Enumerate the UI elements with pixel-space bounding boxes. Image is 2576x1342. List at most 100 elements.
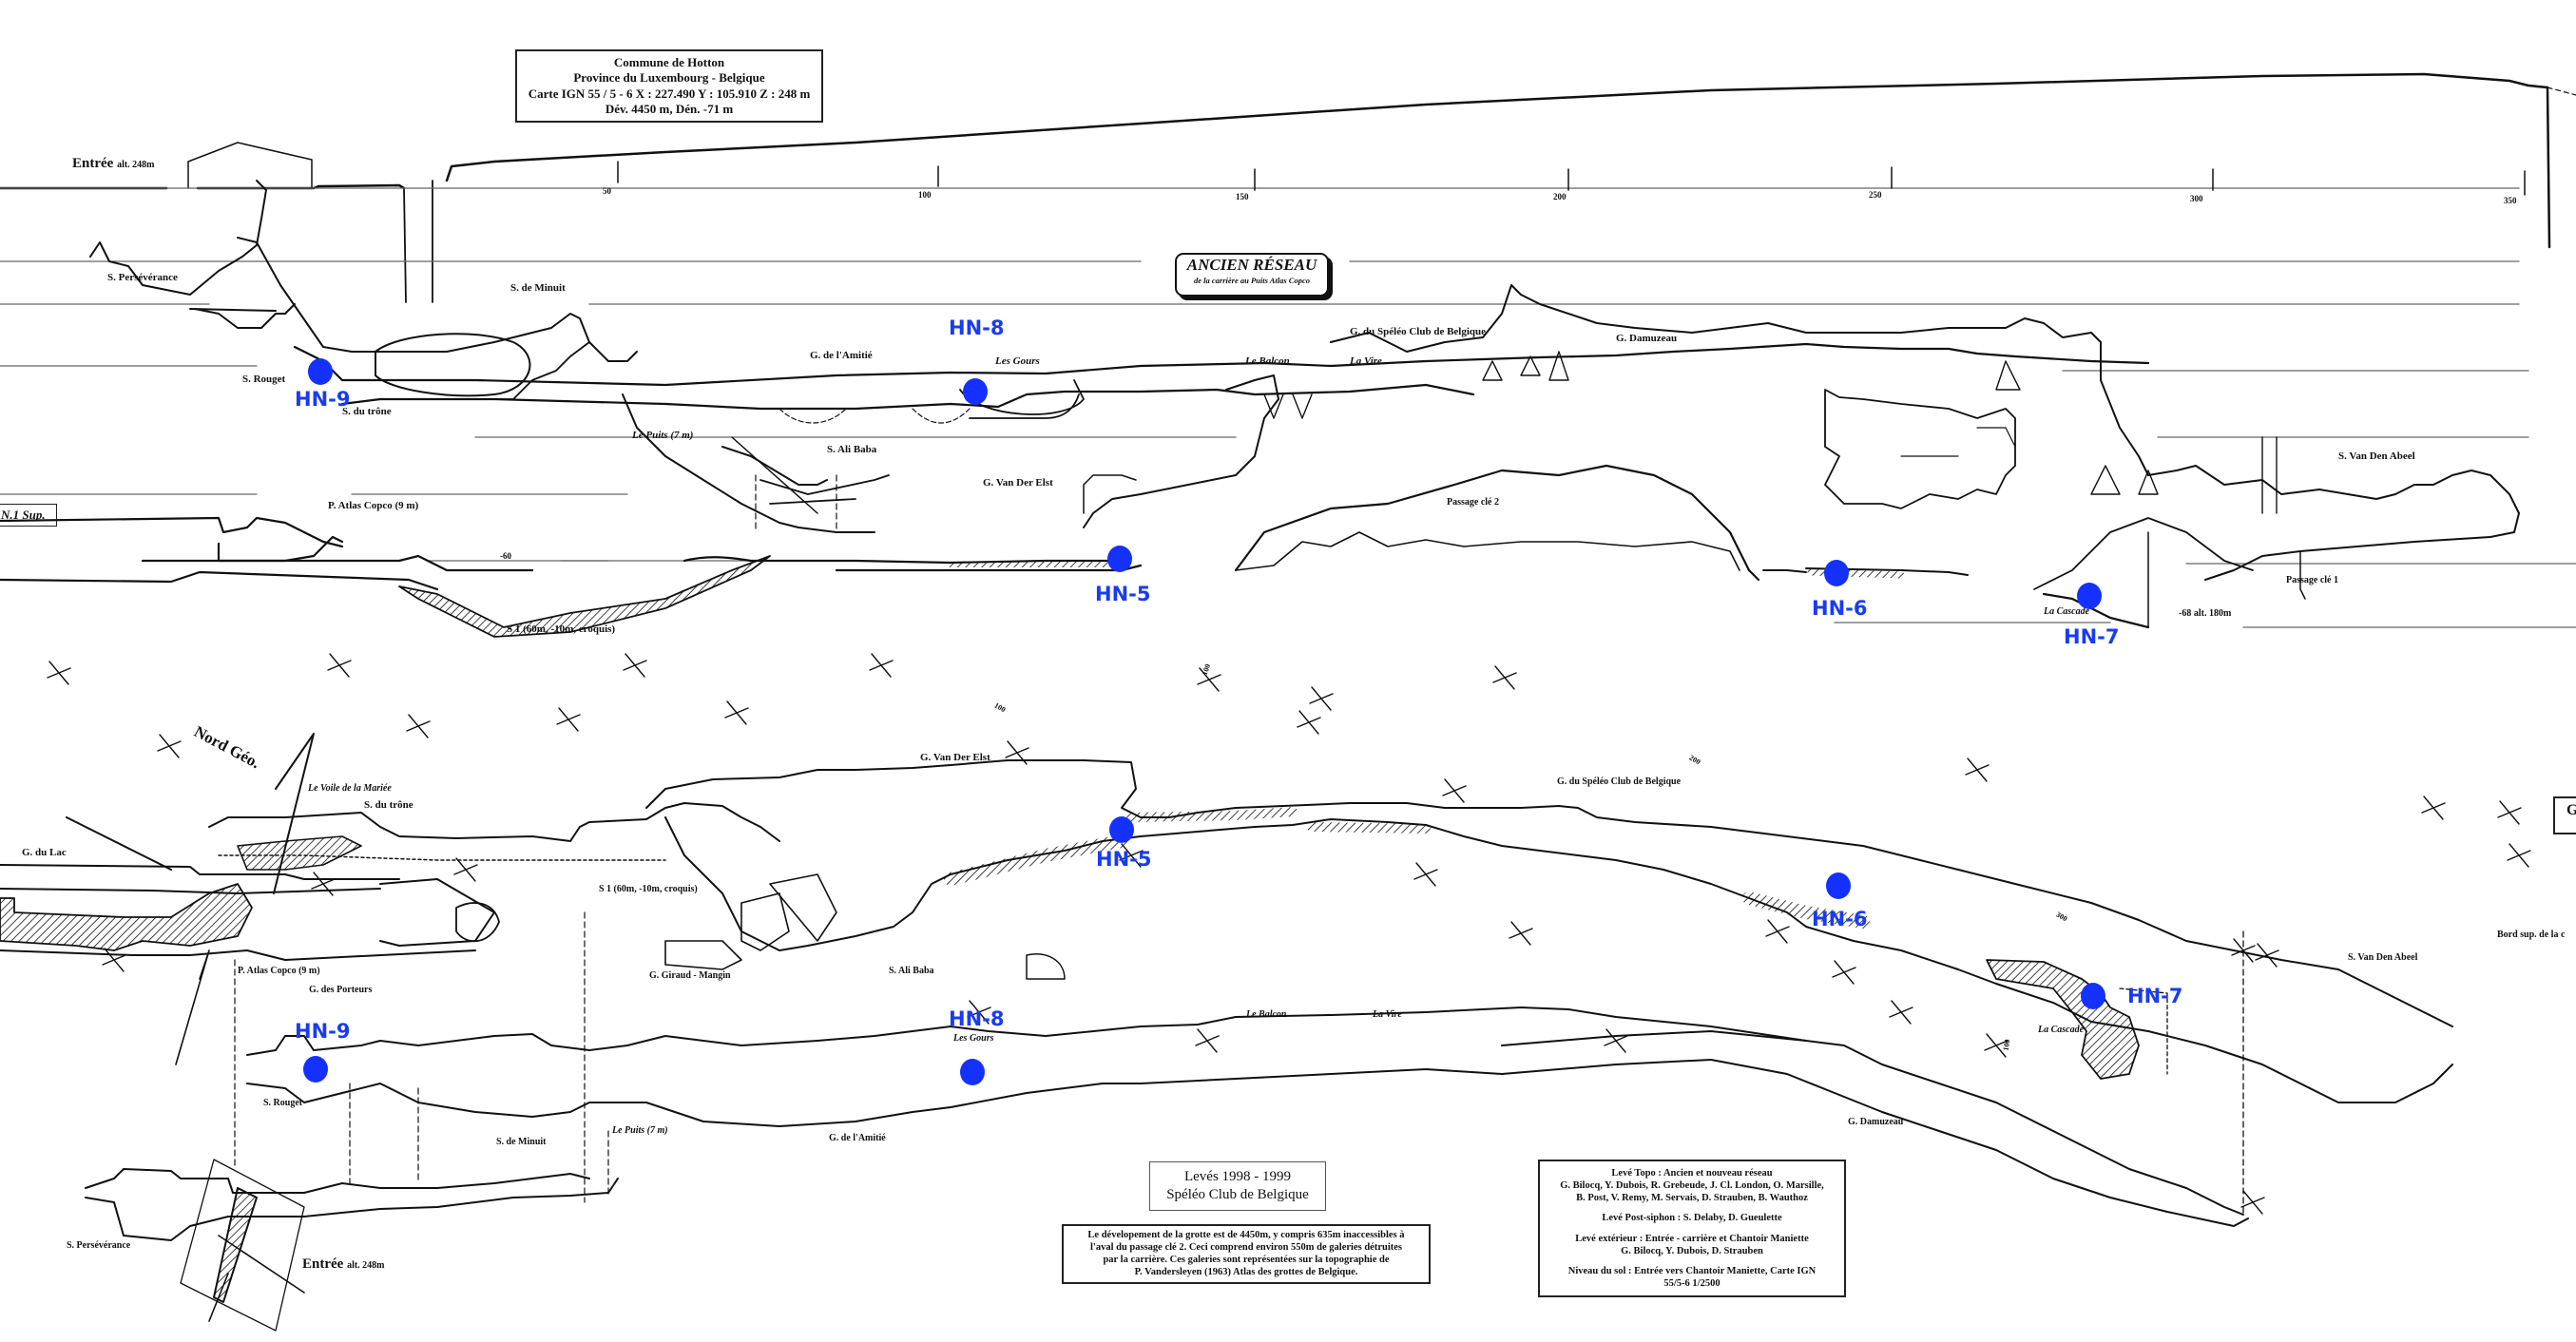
plan-label-le-balcon: Le Balcon	[1246, 1009, 1287, 1020]
plan-label-g-du-lac: G. du Lac	[22, 847, 67, 858]
marker-label-hn5-plan: HN-5	[1096, 848, 1152, 871]
plan-label-s-ali-baba: S. Ali Baba	[889, 966, 934, 976]
formations	[1263, 351, 2278, 514]
profile-gallery-upper	[89, 180, 296, 329]
plan-label-la-cascade: La Cascade	[2038, 1025, 2085, 1035]
marker-dot-hn6-profile[interactable]	[1824, 560, 1849, 586]
marker-dot-hn9-profile[interactable]	[308, 358, 333, 385]
grid-cross	[1604, 1028, 1628, 1053]
grid-cross	[1195, 1028, 1220, 1053]
grid-cross	[2507, 843, 2531, 868]
profile-oval-room	[375, 333, 531, 397]
marker-dot-hn9-plan[interactable]	[303, 1056, 328, 1083]
ancien-reseau-title: ANCIEN RÉSEAU	[1186, 256, 1317, 274]
plan-entrance	[85, 1168, 590, 1194]
plan-damuzeau	[1501, 1030, 2244, 1216]
credits-post-siphon: Levé Post-siphon : S. Delaby, D. Gueulet…	[1602, 1213, 1782, 1224]
levs-line-1: Levés 1998 - 1999	[1183, 1169, 1292, 1184]
credits-niveau-2: 55/5-6 1/2500	[1663, 1277, 1721, 1289]
grid-cross	[2497, 800, 2522, 825]
marker-dot-hn5-plan[interactable]	[1109, 816, 1134, 843]
grid-cross	[724, 700, 749, 725]
title-line-province: Province du Luxembourg - Belgique	[573, 70, 765, 86]
levs-line-2: Spéléo Club de Belgique	[1166, 1186, 1309, 1202]
marker-dot-hn7-profile[interactable]	[2077, 583, 2102, 609]
dev-line-3: par la carrière. Ces galeries sont repré…	[1103, 1255, 1390, 1266]
profile-label-s-van-den-abeel: S. Van Den Abeel	[2338, 451, 2415, 462]
grid-cross	[556, 707, 581, 732]
marker-label-hn9-profile: HN-9	[295, 388, 351, 411]
profile-scale-ticks	[617, 161, 2526, 196]
grid-cross	[1765, 919, 1790, 944]
entrance-shaft	[213, 1187, 258, 1303]
plan-label-entree: Entrée alt. 248m	[302, 1256, 385, 1272]
grid-cross	[1492, 665, 1517, 690]
plan-label-s-perseverance: S. Persévérance	[67, 1240, 131, 1251]
marker-label-hn7-profile: HN-7	[2064, 625, 2120, 648]
credits-topo-names-1: G. Bilocq, Y. Dubois, R. Grebeude, J. Cl…	[1560, 1180, 1824, 1192]
plan-g-du-lac	[0, 864, 400, 880]
marker-dot-hn7-plan[interactable]	[2081, 983, 2105, 1009]
profile-label-entree: Entrée alt. 248m	[72, 156, 155, 171]
grid-cross	[1965, 757, 1990, 782]
grid-cross	[1297, 710, 1321, 735]
plan-label-s-van-den-abeel: S. Van Den Abeel	[2348, 952, 2418, 963]
quarry-building	[187, 142, 313, 189]
plan-label-g-giraud: G. Giraud - Mangin	[649, 970, 731, 981]
profile-label-g-damuzeau: G. Damuzeau	[1616, 333, 1678, 344]
plan-la-cascade	[1986, 959, 2140, 1080]
scale-tick-50: 50	[603, 186, 611, 196]
marker-dot-hn8-plan[interactable]	[960, 1059, 985, 1085]
dev-line-2: l'aval du passage clé 2. Ceci comprend e…	[1089, 1242, 1402, 1254]
grid-cross	[47, 661, 71, 685]
marker-dot-hn5-profile[interactable]	[1107, 546, 1132, 572]
credits-topo-names-2: B. Post, V. Remy, M. Servais, D. Straube…	[1576, 1193, 1808, 1204]
grid-cross	[1197, 667, 1221, 692]
plan-hatched-gallery	[0, 883, 253, 951]
north-arrow	[273, 733, 315, 894]
profile-van-den-abeel	[2147, 465, 2520, 581]
marker-label-hn6-profile: HN-6	[1812, 597, 1868, 620]
grid-cross	[327, 653, 352, 678]
scale-tick-350: 350	[2504, 196, 2517, 205]
profile-label-les-gours: Les Gours	[995, 355, 1040, 367]
profile-label-la-vire: La Vire	[1350, 355, 1382, 367]
profile-label-passage-cle-2: Passage clé 2	[1447, 497, 1499, 508]
projection-lines	[234, 474, 837, 1203]
profile-label-le-puits: Le Puits (7 m)	[632, 430, 694, 441]
plan-lower-branch	[246, 1006, 1807, 1056]
plan-label-g-speleo: G. du Spéléo Club de Belgique	[1557, 776, 1682, 787]
plan-label-les-gours: Les Gours	[953, 1033, 994, 1044]
plan-label-la-vire: La Vire	[1373, 1009, 1402, 1020]
passage-cle-2	[1234, 464, 1760, 582]
grid-cross	[1119, 843, 1144, 868]
plan-label-p-atlas: P. Atlas Copco (9 m)	[238, 966, 320, 976]
grid-cross	[869, 653, 894, 678]
plan-label-g-porteurs: G. des Porteurs	[309, 985, 373, 995]
grid-cross	[406, 714, 431, 738]
plan-label-g-amitie: G. de l'Amitié	[829, 1133, 886, 1143]
grid-cross	[311, 872, 336, 896]
plan-label-bord-sup: Bord sup. de la c	[2497, 930, 2566, 940]
grid-cross	[2240, 1190, 2265, 1215]
profile-label-g-amitie: G. de l'Amitié	[810, 350, 873, 361]
marker-dot-hn8-profile[interactable]	[963, 378, 988, 405]
marker-label-hn8-profile: HN-8	[949, 316, 1005, 339]
grid-cross	[157, 734, 182, 758]
profile-label-s1: S 1 (60m, -10m, croquis)	[507, 623, 616, 635]
dev-line-4: P. Vandersleyen (1963) Atlas des grottes…	[1134, 1267, 1358, 1278]
profile-label-p-atlas: P. Atlas Copco (9 m)	[328, 500, 419, 511]
profile-main-gallery	[293, 342, 2150, 387]
ancien-reseau-badge: ANCIEN RÉSEAU de la carrière au Puits At…	[1175, 253, 1329, 297]
plan-label-s-du-trone: S. du trône	[364, 799, 413, 811]
marker-dot-hn6-plan[interactable]	[1826, 872, 1851, 899]
quarry-wall	[403, 180, 433, 303]
plan-label-s-de-minuit: S. de Minuit	[496, 1137, 547, 1147]
plan-label-le-puits: Le Puits (7 m)	[612, 1125, 668, 1136]
scale-tick-150: 150	[1236, 192, 1249, 201]
marker-label-hn9-plan: HN-9	[295, 1020, 351, 1043]
marker-label-hn8-plan: HN-8	[949, 1007, 1005, 1030]
plan-label-g-damuzeau: G. Damuzeau	[1848, 1117, 1904, 1127]
profile-label-passage-cle-1: Passage clé 1	[2286, 575, 2338, 585]
title-box: Commune de Hotton Province du Luxembourg…	[515, 49, 823, 123]
